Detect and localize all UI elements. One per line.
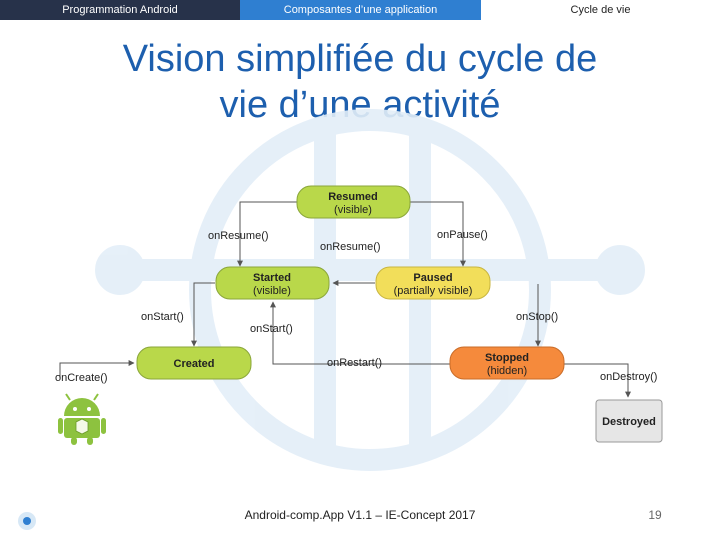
state-stopped-name: Stopped [485, 352, 529, 364]
android-robot-icon [58, 393, 106, 445]
state-resumed-box [296, 185, 411, 219]
label-onstop: onStop() [516, 311, 559, 323]
transition-arrows [59, 201, 631, 398]
header-course: Programmation Android [0, 0, 240, 20]
state-stopped-box [449, 346, 565, 380]
slide-title-line1: Vision simplifiée du cycle de [122, 38, 598, 80]
header-section: Cycle de vie [481, 0, 720, 20]
state-resumed-name: Resumed [328, 191, 378, 203]
state-created-box [136, 346, 252, 380]
label-onstart-left: onStart() [141, 311, 184, 323]
state-paused-name: Paused [413, 272, 452, 284]
state-paused-sub: (partially visible) [394, 285, 473, 297]
label-ondestroy: onDestroy() [600, 371, 658, 383]
label-onrestart: onRestart() [327, 357, 383, 369]
header-chapter: Composantes d’une application [240, 0, 481, 20]
state-started-name: Started [253, 272, 291, 284]
header-bar: Programmation Android Composantes d’une … [0, 0, 720, 20]
state-started-sub: (visible) [253, 285, 291, 297]
label-onresume-center: onResume() [320, 241, 381, 253]
footer-text: Android-comp.App V1.1 – IE-Concept 2017 [244, 508, 476, 522]
state-created-name: Created [174, 358, 215, 370]
label-onresume-left: onResume() [208, 230, 269, 242]
state-started-box [215, 266, 330, 300]
page-number: 19 [648, 508, 662, 522]
label-onpause: onPause() [437, 229, 488, 241]
label-onstart-center: onStart() [250, 323, 293, 335]
state-destroyed-name: Destroyed [602, 416, 656, 428]
label-oncreate: onCreate() [55, 372, 108, 384]
state-paused-box [375, 266, 491, 300]
state-resumed-sub: (visible) [334, 204, 372, 216]
ie-concept-logo [18, 512, 36, 530]
background-watermark [95, 109, 645, 471]
state-stopped-sub: (hidden) [487, 365, 527, 377]
state-destroyed-box [595, 399, 663, 443]
